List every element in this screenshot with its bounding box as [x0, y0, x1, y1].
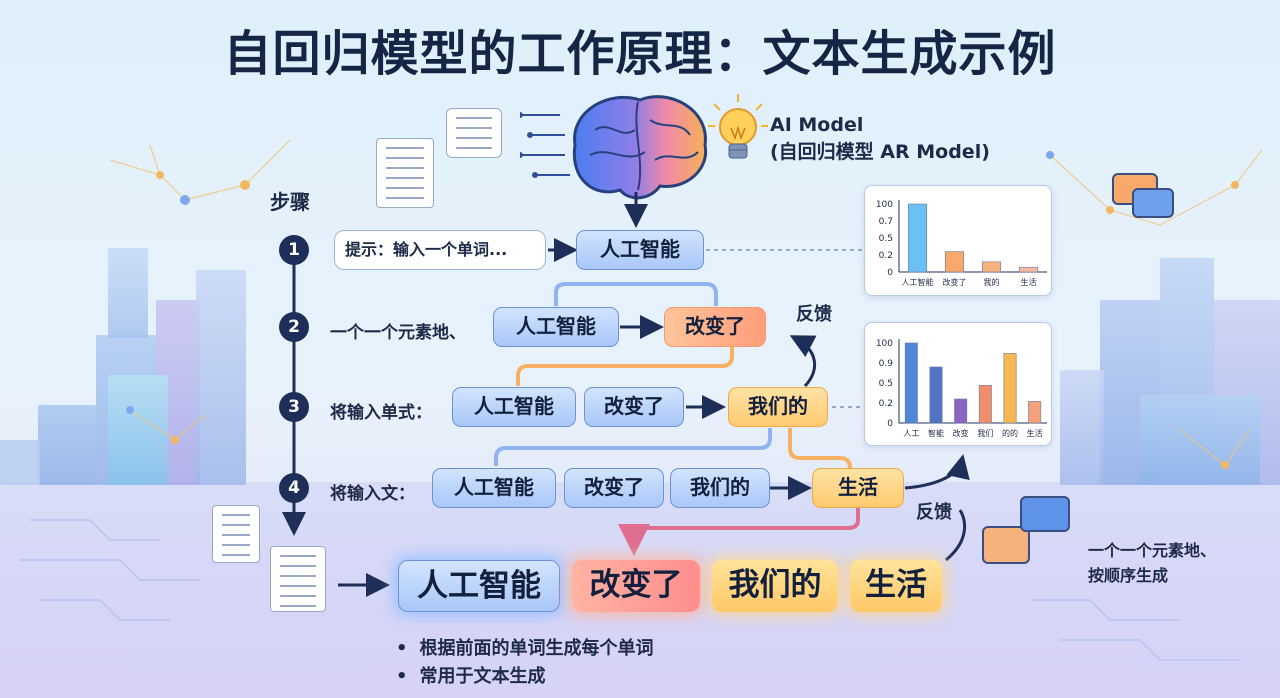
x-tick-label: 人工智能 — [902, 277, 934, 287]
document-icon-small — [212, 505, 260, 563]
bar — [981, 261, 1002, 273]
output-token-4: 生活 — [850, 560, 942, 612]
x-tick-label: 我们 — [977, 428, 993, 438]
brain-icon — [520, 95, 708, 200]
bar — [1018, 266, 1039, 273]
x-tick-label: 的的 — [1002, 428, 1018, 438]
feedback-label-1: 反馈 — [796, 304, 832, 325]
y-tick-label: 100 — [876, 339, 893, 349]
step4-label: 将输入文： — [330, 484, 415, 504]
step-number-1: 1 — [279, 235, 309, 265]
step2-token-2: 改变了 — [664, 307, 766, 347]
chart-2-svg: 100 0.9 0.5 0.2 0 人工智能改变我们的的生活 — [876, 339, 1047, 438]
side-note-line2: 按顺序生成 — [1088, 566, 1169, 585]
step4-token-2: 改变了 — [564, 468, 664, 508]
steps-label: 步骤 — [270, 190, 310, 214]
chat-bubble-icon-bottom-blue — [1020, 496, 1070, 532]
model-label-line1: AI Model — [770, 114, 864, 136]
x-tick-label: 我的 — [984, 277, 1000, 287]
step-number-3: 3 — [279, 392, 309, 422]
output-token-3: 我们的 — [712, 560, 838, 612]
x-tick-label: 智能 — [928, 428, 944, 438]
prompt-box: 提示：输入一个单词... — [334, 230, 546, 270]
bar — [1028, 401, 1042, 424]
y-tick-label: 0.7 — [879, 217, 893, 227]
chat-bubble-icon-blue — [1132, 188, 1174, 218]
y-tick-label: 0.2 — [879, 251, 893, 261]
bullet-item: 根据前面的单词生成每个单词 — [396, 635, 654, 663]
bar — [954, 398, 968, 424]
step3-token-3: 我们的 — [728, 387, 828, 427]
chat-bubble-icon — [446, 108, 502, 158]
side-note: 一个一个元素地、 按顺序生成 — [1088, 538, 1216, 588]
model-label-line2: (自回归模型 AR Model) — [770, 141, 990, 163]
output-document-icon — [270, 546, 326, 612]
y-tick-label: 0.2 — [879, 399, 893, 409]
side-note-line1: 一个一个元素地、 — [1088, 541, 1217, 560]
probability-chart-1: 100 0.7 0.5 0.2 0 人工智能改变了 我的 生活 — [864, 185, 1052, 296]
probability-chart-2: 100 0.9 0.5 0.2 0 人工智能改变我们的的生活 — [864, 322, 1052, 446]
step3-token-2: 改变了 — [584, 387, 684, 427]
y-tick-label: 0.5 — [879, 379, 893, 389]
y-tick-label: 0.5 — [879, 234, 893, 244]
output-token-2: 改变了 — [572, 560, 700, 612]
step1-token-1: 人工智能 — [576, 230, 704, 270]
bar — [944, 251, 965, 273]
step3-token-1: 人工智能 — [452, 387, 576, 427]
step2-token-1: 人工智能 — [493, 307, 619, 347]
x-tick-label: 生活 — [1021, 277, 1037, 287]
document-icon — [376, 138, 434, 208]
output-token-1: 人工智能 — [398, 560, 560, 612]
x-tick-label: 改变 — [953, 428, 969, 438]
step4-token-1: 人工智能 — [432, 468, 556, 508]
step4-token-3: 我们的 — [670, 468, 770, 508]
step-number-4: 4 — [279, 473, 309, 503]
bullet-list: 根据前面的单词生成每个单词 常用于文本生成 — [396, 635, 654, 691]
step3-label: 将输入单式： — [330, 403, 432, 423]
y-tick-label: 0 — [887, 268, 893, 278]
chat-bubble-icon-bottom-orange — [982, 526, 1030, 564]
page-title: 自回归模型的工作原理：文本生成示例 — [223, 26, 1057, 82]
model-label: AI Model (自回归模型 AR Model) — [770, 112, 990, 166]
y-tick-label: 0.9 — [879, 359, 894, 369]
bar — [978, 385, 992, 424]
bar — [929, 366, 943, 424]
step2-label: 一个一个元素地、 — [330, 323, 466, 343]
x-tick-label: 改变了 — [943, 277, 967, 287]
step-number-2: 2 — [279, 312, 309, 342]
y-tick-label: 0 — [887, 419, 893, 429]
bullet-item: 常用于文本生成 — [396, 663, 654, 691]
x-tick-label: 生活 — [1027, 428, 1043, 438]
y-tick-label: 100 — [876, 200, 893, 210]
step4-token-4: 生活 — [812, 468, 904, 508]
bar — [1003, 353, 1017, 424]
bar — [904, 342, 918, 424]
x-tick-label: 人工 — [903, 429, 919, 438]
chart-1-svg: 100 0.7 0.5 0.2 0 人工智能改变了 我的 生活 — [876, 200, 1047, 287]
bar — [907, 203, 928, 273]
feedback-label-2: 反馈 — [916, 502, 952, 523]
lightbulb-icon — [708, 94, 768, 159]
